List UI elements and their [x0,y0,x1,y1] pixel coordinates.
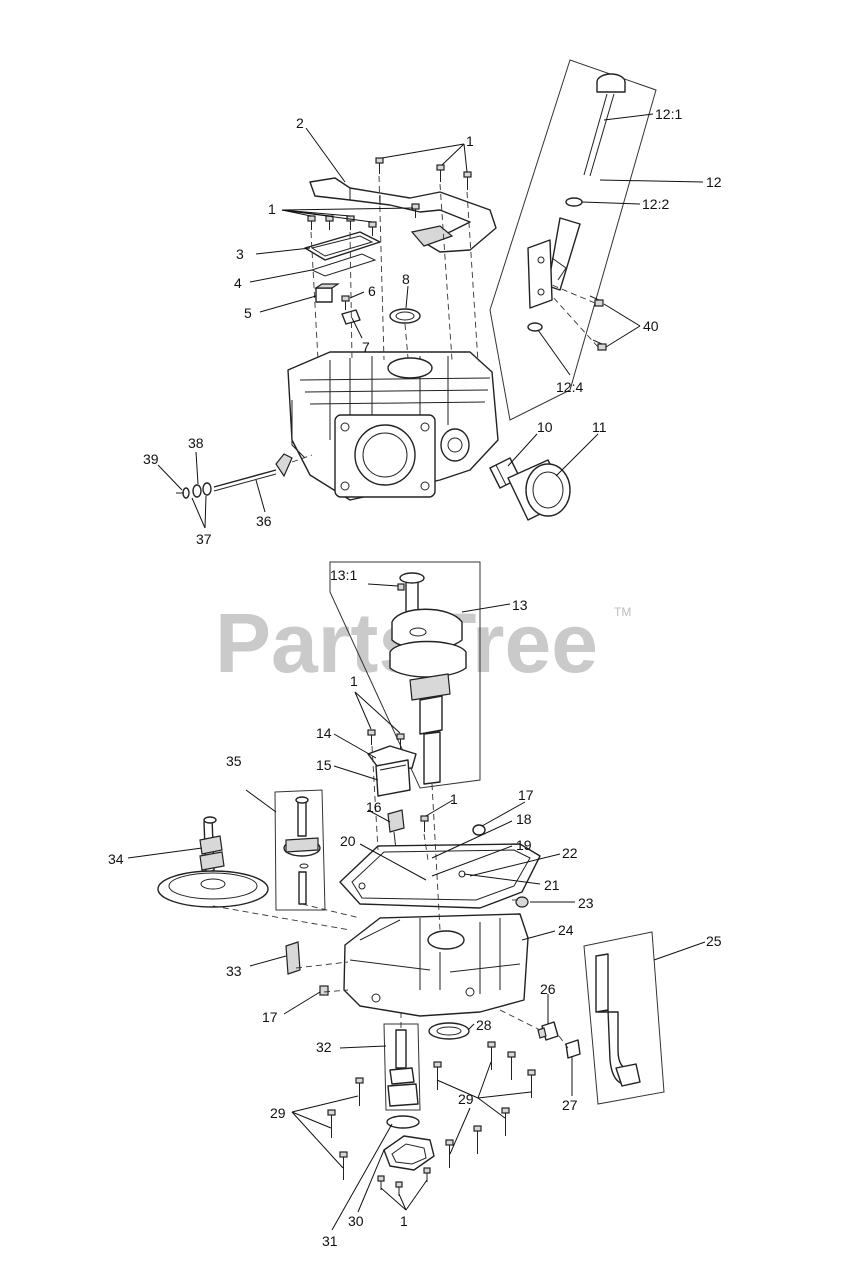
callout-1: 1 [450,791,458,807]
callout-13: 13 [512,597,528,613]
drain-and-seal [428,1021,581,1059]
callout-24: 24 [558,922,574,938]
callout-13-1: 13:1 [330,567,357,583]
callout-28: 28 [476,1017,492,1033]
breather-cover [309,177,497,253]
callout-30: 30 [348,1213,364,1229]
callout-33: 33 [226,963,242,979]
callout-17: 17 [262,1009,278,1025]
bolts-upper [307,157,472,236]
callout-21: 21 [544,877,560,893]
callout-5: 5 [244,305,252,321]
callout-34: 34 [108,851,124,867]
bolts-40 [589,295,607,351]
callout-1: 1 [400,1213,408,1229]
callout-17: 17 [518,787,534,803]
callout-1: 1 [350,673,358,689]
callout-22: 22 [562,845,578,861]
callout-38: 38 [188,435,204,451]
dipstick-assembly [489,59,657,421]
lower-alignment-lines [212,745,569,1049]
callout-25: 25 [706,933,722,949]
watermark-trademark: TM [614,605,631,619]
callout-29: 29 [270,1105,286,1121]
callout-3: 3 [236,246,244,262]
callout-20: 20 [340,833,356,849]
crankcase-sump [285,913,529,1017]
callout-2: 2 [296,115,304,131]
callout-32: 32 [316,1039,332,1055]
callout-39: 39 [143,451,159,467]
callout-6: 6 [368,283,376,299]
callout-11: 11 [592,419,607,435]
callout-29: 29 [458,1091,474,1107]
callout-18: 18 [516,811,532,827]
callout-labels: 1 1 2 3 4 5 6 7 8 10 11 12 12:1 12:2 12:… [108,106,722,1249]
callout-37: 37 [196,531,212,547]
callout-40: 40 [643,318,659,334]
balancer-assembly [383,1023,421,1111]
crankshaft-assembly [329,561,481,789]
oil-pickup [583,931,665,1105]
callout-7: 7 [362,339,370,355]
callout-12-1: 12:1 [655,106,682,122]
callout-19: 19 [516,837,532,853]
governor-assembly [274,789,326,911]
callout-15: 15 [316,757,332,773]
middle-parts [367,729,486,887]
callout-35: 35 [226,753,242,769]
callout-8: 8 [402,271,410,287]
bottom-cover [377,1115,435,1196]
callout-26: 26 [540,981,556,997]
leader-lines [127,113,706,1231]
callout-31: 31 [322,1233,338,1249]
callout-1: 1 [466,133,474,149]
callout-16: 16 [366,799,382,815]
callout-4: 4 [234,275,242,291]
callout-10: 10 [537,419,553,435]
callout-14: 14 [316,725,332,741]
callout-36: 36 [256,513,272,529]
callout-23: 23 [578,895,594,911]
governor-shaft [176,453,293,499]
callout-12-2: 12:2 [642,196,669,212]
callout-12: 12 [706,174,722,190]
callout-12-4: 12:4 [556,379,583,395]
callout-27: 27 [562,1097,578,1113]
crankcase-gasket [339,843,541,909]
callout-1: 1 [268,201,276,217]
engine-block [287,351,499,501]
camshaft [157,816,269,908]
bolts-29 [327,1041,536,1180]
breather-parts [304,231,421,325]
oil-filter [489,457,571,521]
